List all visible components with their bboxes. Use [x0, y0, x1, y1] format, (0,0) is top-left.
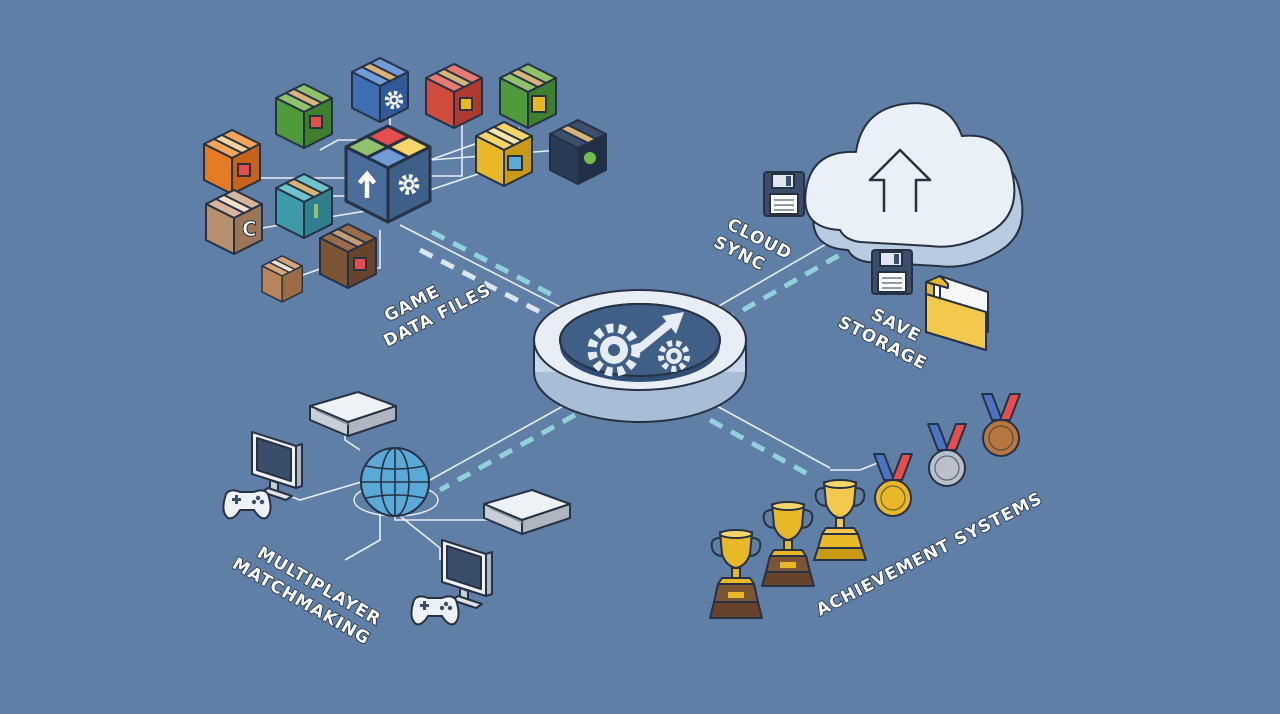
core-package-icon	[344, 124, 432, 224]
package-box-icon	[275, 83, 333, 149]
label-game-data-files: GAME DATA FILES	[380, 279, 496, 352]
package-box-icon	[203, 129, 261, 195]
connector-game-data	[399, 224, 571, 319]
medal-icon	[873, 453, 913, 517]
folder-icon	[925, 275, 989, 351]
gamepad-icon	[410, 595, 460, 626]
package-box-icon	[549, 119, 607, 185]
package-box-icon	[475, 121, 533, 187]
medal-icon	[927, 423, 967, 487]
package-box-icon	[261, 255, 304, 303]
label-multiplayer-matchmaking: MULTIPLAYER MATCHMAKING	[228, 542, 385, 650]
label-save-storage: SAVE STORAGE	[834, 304, 931, 375]
cloud-upload-icon	[804, 102, 1024, 268]
package-box-icon	[499, 63, 557, 129]
achievement-wires	[830, 461, 881, 471]
central-hub	[533, 289, 747, 423]
svg-text:C: C	[242, 217, 257, 241]
gamepad-icon	[222, 489, 272, 520]
package-box-icon	[319, 223, 377, 289]
package-box-icon: C	[205, 189, 263, 255]
connector-multiplayer	[429, 404, 577, 493]
game-data-files-cluster: C	[203, 57, 607, 303]
package-box-icon	[351, 57, 409, 123]
globe-icon	[360, 447, 430, 517]
floppy-disk-icon	[871, 249, 913, 295]
trophy-icon	[709, 529, 763, 619]
connector-achievements	[708, 404, 831, 481]
gears-arrow-icon	[587, 312, 690, 377]
label-cloud-sync: CLOUD SYNC	[709, 214, 796, 276]
floppy-disk-icon	[763, 171, 805, 217]
package-box-icon	[425, 63, 483, 129]
game-console-icon	[309, 391, 397, 437]
trophy-icon	[813, 479, 867, 561]
package-box-icon	[275, 173, 333, 239]
game-console-icon	[483, 489, 571, 535]
medal-icon	[981, 393, 1021, 457]
trophy-icon	[761, 501, 815, 587]
